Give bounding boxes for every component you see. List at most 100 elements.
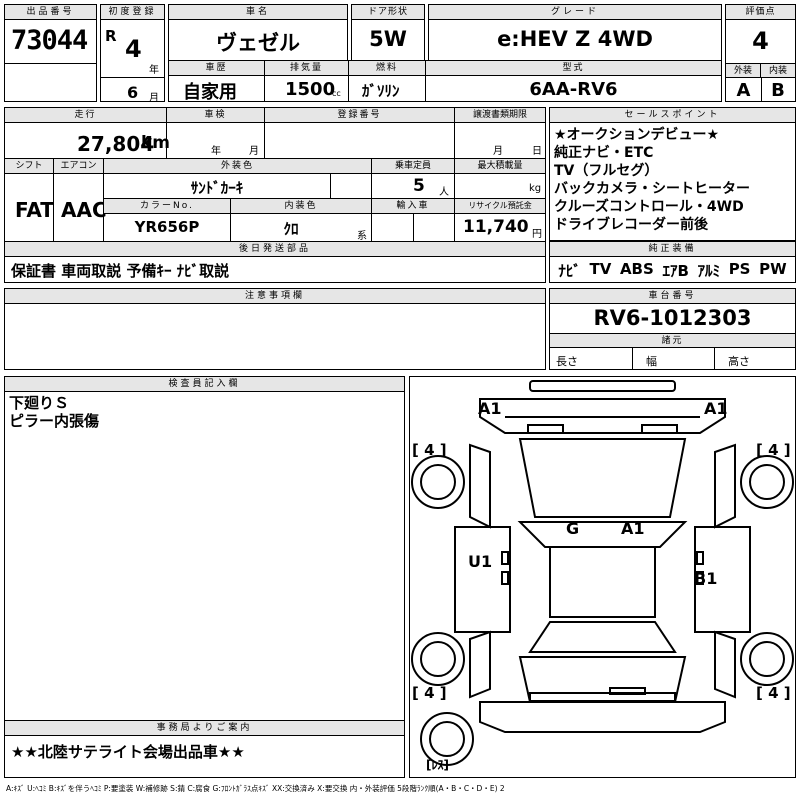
load-label: 最大積載量: [455, 159, 545, 174]
mileage-label: 走行: [5, 108, 167, 123]
damage-mark-front-right: A1: [704, 399, 728, 418]
later-parts-box: 後日発送部品 保証書 車両取説 予備ｷｰ ﾅﾋﾞ取説: [4, 241, 546, 283]
spec-row: 車歴 排気量 燃料 型式 自家用 1500 cc ｶﾞｿﾘﾝ 6AA-RV6: [168, 60, 722, 102]
capacity-label: 乗車定員: [372, 159, 455, 174]
color-number: YR656P: [134, 218, 200, 236]
import-label: 輸入車: [372, 199, 455, 214]
history-label: 車歴: [169, 61, 265, 76]
air-conditioner: AAC: [61, 198, 107, 222]
inspector-box: 検査員記入欄 下廻りＳ ピラー内張傷: [4, 376, 405, 721]
chassis-number: RV6-1012303: [593, 306, 752, 330]
sales-point: ドライブレコーダー前後: [554, 217, 708, 233]
shift: FAT: [15, 198, 54, 222]
exterior-color: ｻﾝﾄﾞｶｰｷ: [190, 179, 244, 197]
tire-mark-rear-right: [ 4 ]: [756, 684, 791, 702]
lot-label: 出品番号: [5, 5, 96, 20]
colorno-label: カラーNo.: [104, 199, 231, 214]
ext-label: 外装: [726, 63, 761, 78]
grade: e:HEV Z 4WD: [497, 27, 653, 51]
tire-mark-front-right: [ 4 ]: [756, 441, 791, 459]
equipment-item: ABS: [619, 260, 654, 278]
inspector-note: 下廻りＳ: [9, 394, 70, 412]
disp-unit: cc: [332, 89, 341, 98]
office-note: ★★北陸サテライト会場出品車★★: [11, 743, 245, 761]
sales-point: バックカメラ・シートヒーター: [554, 181, 750, 197]
equipment-item: TV: [589, 260, 612, 278]
fuel: ｶﾞｿﾘﾝ: [362, 82, 400, 100]
ac-label: エアコン: [54, 159, 104, 174]
model-code: 6AA-RV6: [529, 79, 618, 100]
specs-label: 諸元: [550, 333, 795, 348]
length-label: 長さ: [556, 355, 578, 368]
lot-number: 73044: [11, 25, 88, 56]
inspector-notes: 下廻りＳ ピラー内張傷: [9, 394, 99, 430]
int-label: 内装: [761, 63, 795, 78]
grade-box: グレード e:HEV Z 4WD: [428, 4, 722, 61]
car-diagram-svg: [411, 380, 794, 766]
interior-color: ｸﾛ: [283, 220, 299, 238]
shift-label: シフト: [5, 159, 54, 174]
load-unit: kg: [529, 183, 542, 194]
height-label: 高さ: [728, 355, 750, 368]
office-box: 事務局よりご案内 ★★北陸サテライト会場出品車★★: [4, 720, 405, 778]
first-registration-box: 初度登録 R 4 年 6 月: [100, 4, 165, 102]
equipment-item: ｱﾙﾐ: [697, 262, 721, 280]
disp-label: 排気量: [265, 61, 349, 76]
lot-box: 出品番号 73044: [4, 4, 97, 102]
sales-point: 純正ナビ・ETC: [554, 145, 654, 161]
capacity: 5: [413, 176, 425, 196]
notes-label: 注意事項欄: [5, 289, 545, 304]
transfer-month: 月: [493, 146, 503, 157]
recycle-label: リサイクル預託金: [455, 199, 545, 214]
inspection-label: 車検: [167, 108, 265, 123]
inspector-label: 検査員記入欄: [5, 377, 404, 392]
equipment-item: PS: [728, 260, 751, 278]
transfer-label: 譲渡書類期限: [455, 108, 545, 123]
chassis-label: 車台番号: [550, 289, 795, 304]
inspector-note: ピラー内張傷: [9, 412, 100, 430]
first-reg-label: 初度登録: [101, 5, 164, 20]
equipment-item: PW: [759, 260, 787, 278]
color-label: 外装色: [104, 159, 372, 174]
car-name-box: 車名 ヴェゼル: [168, 4, 348, 61]
history: 自家用: [183, 82, 237, 102]
damage-mark-front-left: A1: [478, 399, 502, 418]
door-box: ドア形状 5W: [351, 4, 425, 61]
score-box: 評価点 4 外装 内装 A B: [725, 4, 796, 102]
recycle-deposit: 11,740: [463, 217, 529, 237]
office-label: 事務局よりご案内: [5, 721, 404, 736]
sales-point: ★オークションデビュー★: [554, 127, 720, 143]
year-unit: 年: [149, 65, 159, 76]
transfer-day: 日: [532, 146, 542, 157]
legend: A:ｷｽﾞ U:ﾍｺﾐ B:ｷｽﾞを伴うﾍｺﾐ P:要塗装 W:補修跡 S:錆 …: [6, 784, 505, 793]
score-label: 評価点: [726, 5, 795, 20]
door-type: 5W: [369, 27, 407, 51]
mileage-unit: km: [141, 133, 171, 153]
month-unit: 月: [149, 93, 159, 102]
displacement: 1500: [285, 79, 336, 100]
car-name-label: 車名: [169, 5, 347, 20]
score: 4: [752, 27, 769, 55]
equipment-box: 純正装備 ﾅﾋﾞ TV ABS ｴｱB ｱﾙﾐ PS PW: [549, 241, 796, 283]
int-color-unit: 系: [357, 231, 367, 242]
equipment-item: ﾅﾋﾞ: [558, 262, 581, 280]
sales-points-list: ★オークションデビュー★ 純正ナビ・ETC TV（フルセグ） バックカメラ・シー…: [554, 126, 750, 234]
car-diagram: A1 A1 [ 4 ] [ 4 ] [ 4 ] [ 4 ] G A1 U1 B1…: [409, 376, 796, 778]
door-label: ドア形状: [352, 5, 424, 20]
damage-mark-glass: G: [566, 519, 580, 538]
year-number: 4: [125, 35, 142, 63]
recycle-unit: 円: [532, 229, 542, 240]
spare-tire-mark: [ﾚｽ]: [426, 758, 449, 772]
later-parts-label: 後日発送部品: [5, 242, 545, 257]
sales-points-label: セールスポイント: [550, 108, 795, 123]
mileage: 27,804: [77, 132, 155, 156]
car-name: ヴェゼル: [216, 31, 300, 55]
int-color-label: 内装色: [231, 199, 372, 214]
era: R: [105, 27, 117, 45]
inspection-month: 月: [249, 146, 259, 157]
tire-mark-rear-left: [ 4 ]: [412, 684, 447, 702]
sales-point: クルーズコントロール・4WD: [554, 199, 744, 215]
ext-score: A: [736, 80, 751, 101]
fuel-label: 燃料: [349, 61, 426, 76]
sales-point: TV（フルセグ）: [554, 163, 659, 179]
